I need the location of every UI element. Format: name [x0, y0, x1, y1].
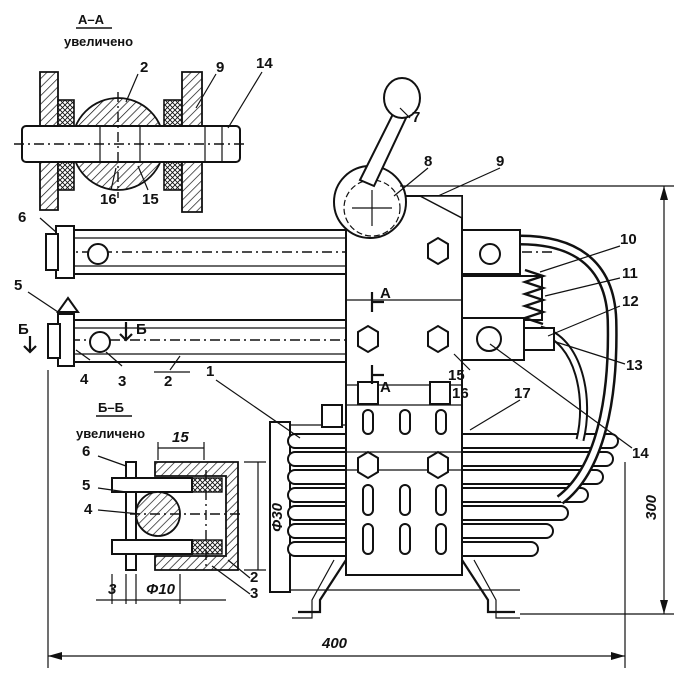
- callout-5-bb: 5: [82, 477, 90, 494]
- callout-4-bb: 4: [84, 501, 93, 518]
- dim-bb-diameter: Φ30: [269, 502, 286, 532]
- dim-bb-width: 15: [172, 429, 189, 446]
- dim-width: 400: [321, 635, 348, 652]
- frame-slots: [362, 409, 447, 555]
- section-bb-title: Б–Б: [98, 400, 124, 415]
- callout-2-main: 2: [164, 373, 172, 390]
- callout-2-aa: 2: [140, 59, 148, 76]
- callout-15-main: 15: [448, 367, 465, 384]
- callout-14-aa: 14: [256, 55, 273, 72]
- callout-16-main: 16: [452, 385, 469, 402]
- dim-bb-gap: 3: [108, 581, 117, 598]
- callout-10: 10: [620, 231, 637, 248]
- dim-bb-hole: Φ10: [146, 581, 176, 598]
- callout-9-aa: 9: [216, 59, 224, 76]
- callout-9-main: 9: [496, 153, 504, 170]
- callout-2-bb: 2: [250, 569, 258, 586]
- upper-arm: [45, 225, 555, 279]
- callout-15-aa: 15: [142, 191, 159, 208]
- dim-height: 300: [643, 494, 660, 520]
- section-aa-subtitle: увеличено: [64, 34, 133, 49]
- frame-bolts: [357, 236, 451, 480]
- callout-7: 7: [412, 109, 420, 126]
- left-leg: [298, 559, 347, 614]
- section-aa-view: А–А увеличено 2 9 14 16 15: [14, 12, 273, 213]
- overall-dimensions: 400 300: [47, 185, 674, 668]
- right-leg: [461, 559, 515, 614]
- callout-4-main: 4: [80, 371, 89, 388]
- section-mark-b-left: Б: [18, 321, 29, 338]
- bb-holder: [154, 461, 239, 571]
- callout-5-main: 5: [14, 277, 22, 294]
- callout-1: 1: [206, 363, 214, 380]
- callout-17: 17: [514, 385, 531, 402]
- callout-11: 11: [622, 265, 638, 282]
- section-mark-a-top: А: [380, 285, 391, 302]
- callout-8: 8: [424, 153, 432, 170]
- section-mark-b-right: Б: [136, 321, 147, 338]
- section-bb-view: Б–Б увеличено 15 Φ30 3 Φ10: [76, 400, 286, 604]
- callout-12: 12: [622, 293, 639, 310]
- callout-6-main: 6: [18, 209, 26, 226]
- spring: [521, 268, 547, 326]
- lever-knob: [383, 77, 421, 119]
- callout-14-main: 14: [632, 445, 649, 462]
- callout-3-bb: 3: [250, 585, 258, 602]
- callout-3-main: 3: [118, 373, 126, 390]
- section-mark-a-bottom: А: [380, 379, 391, 396]
- callout-6-bb: 6: [82, 443, 90, 460]
- section-bb-subtitle: увеличено: [76, 426, 145, 441]
- callout-13: 13: [626, 357, 643, 374]
- callout-16-aa: 16: [100, 191, 117, 208]
- main-view: А А Б Б 7 8 9 10 11 12 13 14 17 1 15: [14, 77, 649, 619]
- section-aa-title: А–А: [78, 12, 105, 27]
